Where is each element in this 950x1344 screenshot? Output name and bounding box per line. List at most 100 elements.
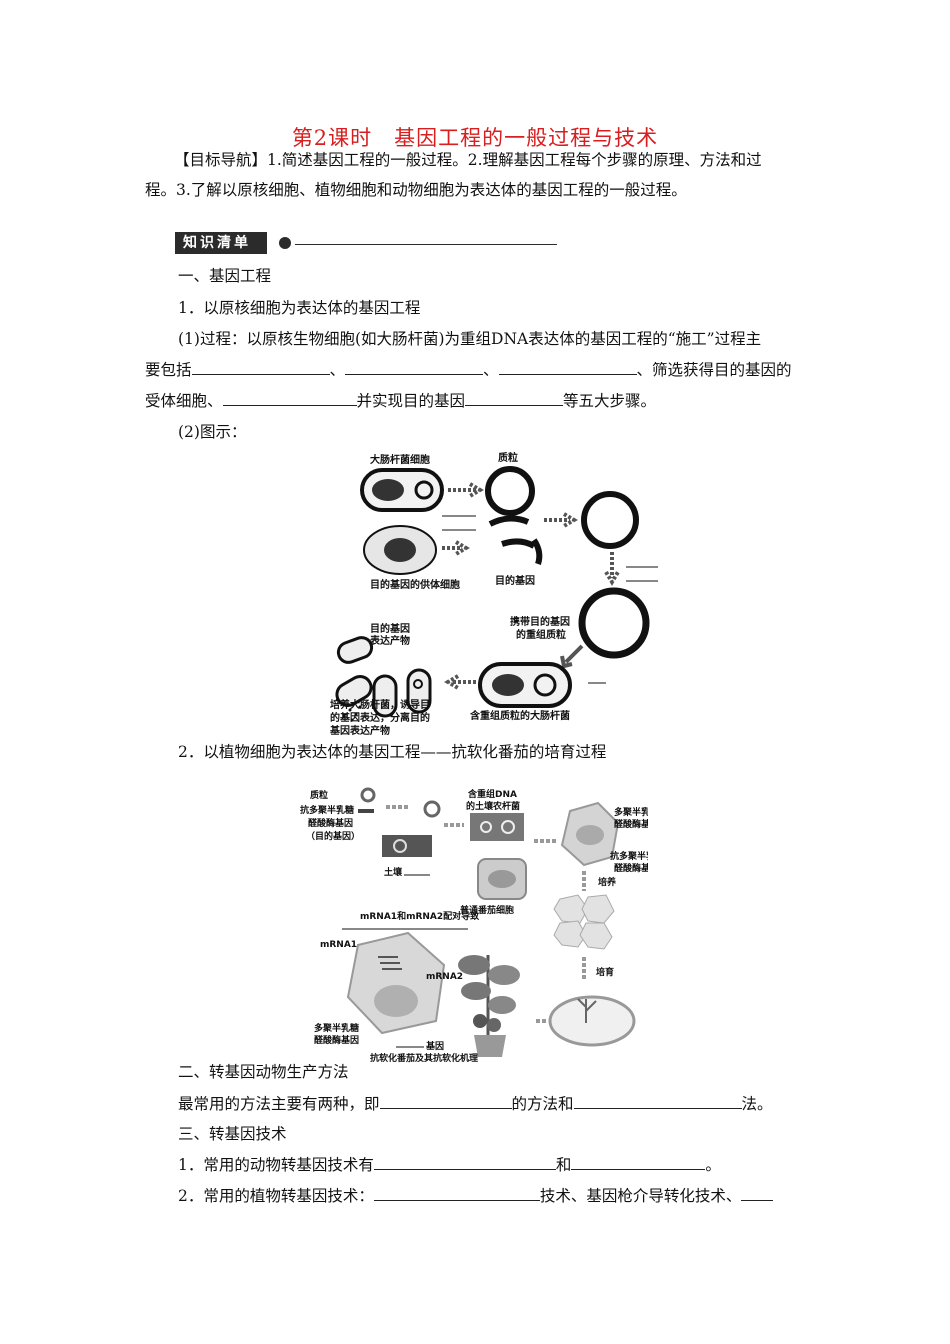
mechanism-cell (346, 931, 446, 1035)
label-gene-2: 醛酸酶基因 (308, 817, 353, 829)
arrow-left-icon (444, 674, 476, 690)
blank-5[interactable] (465, 391, 564, 406)
text: 和 (555, 1156, 572, 1174)
label-normal-cell: 普通番茄细胞 (460, 904, 514, 916)
label-ecoli-recombinant: 含重组质粒的大肠杆菌 (470, 709, 570, 722)
label-gene-1: 抗多聚半乳糖 (300, 804, 354, 816)
cell-cluster (553, 894, 615, 950)
label-recombinant-2: 的重组质粒 (516, 628, 566, 641)
text: 的方法和 (511, 1095, 574, 1113)
label-anti-2: 醛酸酶基因 (614, 862, 648, 874)
label-anti-1: 抗多聚半乳糖 (610, 850, 648, 862)
arrow-icon (544, 512, 578, 528)
label-product-1: 目的基因 (370, 622, 410, 635)
blank-9[interactable] (571, 1155, 706, 1170)
goal-line-1: 【目标导航】1.简述基因工程的一般过程。2.理解基因工程每个步骤的原理、方法和过 (174, 150, 762, 170)
label-culture-3: 基因表达产物 (330, 724, 390, 737)
text: 。 (705, 1156, 721, 1174)
agrobacterium-box (470, 813, 524, 841)
plasmid-icon (485, 466, 535, 516)
plasmid-icon (360, 787, 376, 803)
blank-6[interactable] (379, 1094, 512, 1109)
blank-3[interactable] (498, 360, 637, 375)
label-pg-2: 醛酸酶基因 (614, 818, 648, 830)
banner-dot-icon (279, 237, 291, 249)
text: 、 (483, 361, 499, 379)
text: 技术、基因枪介导转化技术、 (539, 1187, 742, 1205)
label-product-2: 表达产物 (369, 634, 410, 647)
goal-label: 【目标导航】 (174, 151, 268, 169)
label-agro-1: 含重组DNA (467, 788, 517, 800)
arrow-down-icon (560, 644, 584, 669)
section-1-sub-2: 2．以植物细胞为表达体的基因工程——抗软化番茄的培育过程 (178, 743, 607, 761)
arrow-down-icon (604, 552, 620, 586)
label-recombinant-1: 携带目的基因 (510, 615, 570, 628)
tomato-plant (458, 955, 520, 1057)
text: 等五大步骤。 (563, 392, 657, 410)
tomato-process-figure: 质粒 抗多聚半乳糖 醛酸酶基因 （目的基因） 土壤 含重组DNA 的土壤农杆菌 … (300, 787, 648, 1063)
text: 1．常用的动物转基因技术有 (178, 1156, 374, 1174)
arrow-icon (442, 540, 470, 556)
label-mrna1: mRNA1 (320, 940, 357, 950)
label-culture: 培养 (598, 876, 616, 888)
label-pg-gene-2: 醛酸酶基因 (314, 1034, 359, 1046)
recombinant-plasmid-icon (578, 587, 650, 659)
label-plasmid: 质粒 (498, 451, 518, 464)
blank-7[interactable] (573, 1094, 742, 1109)
blank-10[interactable] (373, 1186, 540, 1201)
label-target-gene: 目的基因 (495, 574, 535, 587)
text: 要包括 (145, 361, 192, 379)
text: 、 (329, 361, 346, 379)
mrna-strands (378, 956, 402, 970)
culture-cells (335, 636, 432, 722)
text: 并实现目的基因 (356, 392, 466, 410)
label-culture-2: 的基因表达，分离目的 (330, 711, 430, 724)
figure-intro: (2)图示： (178, 423, 247, 441)
section-3-heading: 三、转基因技术 (178, 1125, 287, 1143)
label-mrna-pair: mRNA1和mRNA2配对导致 (360, 910, 480, 922)
label-agro-2: 的土壤农杆菌 (466, 800, 520, 812)
blank-1[interactable] (191, 360, 330, 375)
label-donor-cell: 目的基因的供体细胞 (370, 578, 460, 591)
section-2-line: 最常用的方法主要有两种，即 的方法和 法。 (178, 1094, 773, 1114)
label-gene-3: （目的基因） (306, 830, 360, 842)
ecoli-process-figure: 大肠杆菌细胞 质粒 目的基因的供体细胞 目的基因 携带目的基因 的重组质粒 (330, 451, 658, 737)
text: 法。 (741, 1095, 773, 1113)
goal-line-2: 程。3.了解以原核细胞、植物细胞和动物细胞为表达体的基因工程的一般过程。 (145, 181, 687, 199)
label-pg-1: 多聚半乳糖 (614, 806, 648, 818)
petri-dish (548, 995, 636, 1047)
label-grow: 培育 (596, 966, 614, 978)
process-line-1: (1)过程：以原核生物细胞(如大肠杆菌)为重组DNA表达体的基因工程的“施工”过… (178, 330, 762, 348)
recombined-plasmid-icon (423, 800, 441, 818)
label-plasmid: 质粒 (310, 789, 328, 801)
process-line-2: 要包括 、 、 、筛选获得目的基因的 (145, 360, 792, 380)
banner-label: 知识清单 (175, 232, 267, 254)
label-soil: 土壤 (384, 866, 403, 878)
label-pg-gene-1: 多聚半乳糖 (314, 1022, 359, 1034)
cut-plasmid-icon (488, 515, 543, 565)
section-1-sub-1: 1．以原核细胞为表达体的基因工程 (178, 299, 421, 317)
section-1-heading: 一、基因工程 (178, 267, 272, 285)
recombined-plasmid-icon (581, 491, 639, 549)
section-3-line-1: 1．常用的动物转基因技术有 和 。 (178, 1155, 721, 1175)
goal-text-1: 1.简述基因工程的一般过程。2.理解基因工程每个步骤的原理、方法和过 (267, 151, 762, 169)
label-ecoli-cell: 大肠杆菌细胞 (370, 453, 430, 466)
donor-cell (363, 525, 437, 575)
page-title: 第2课时 基因工程的一般过程与技术 (291, 126, 659, 150)
blank-11[interactable] (741, 1186, 774, 1201)
process-line-3: 受体细胞、 并实现目的基因 等五大步骤。 (145, 391, 656, 411)
figure-caption: 抗软化番茄及其抗软化机理 (370, 1052, 478, 1063)
blank-8[interactable] (373, 1155, 556, 1170)
arrow-icon (448, 482, 484, 498)
recombinant-ecoli-cell (478, 662, 572, 708)
text: 2．常用的植物转基因技术： (178, 1187, 374, 1205)
text: 受体细胞、 (145, 392, 223, 410)
section-2-heading: 二、转基因动物生产方法 (178, 1063, 349, 1081)
text: 最常用的方法主要有两种，即 (178, 1095, 380, 1113)
text: 、筛选获得目的基因的 (636, 361, 792, 379)
section-3-line-2: 2．常用的植物转基因技术： 技术、基因枪介导转化技术、 (178, 1186, 774, 1206)
label-gene-blank: 基因 (425, 1040, 444, 1052)
blank-2[interactable] (345, 360, 484, 375)
blank-4[interactable] (222, 391, 357, 406)
